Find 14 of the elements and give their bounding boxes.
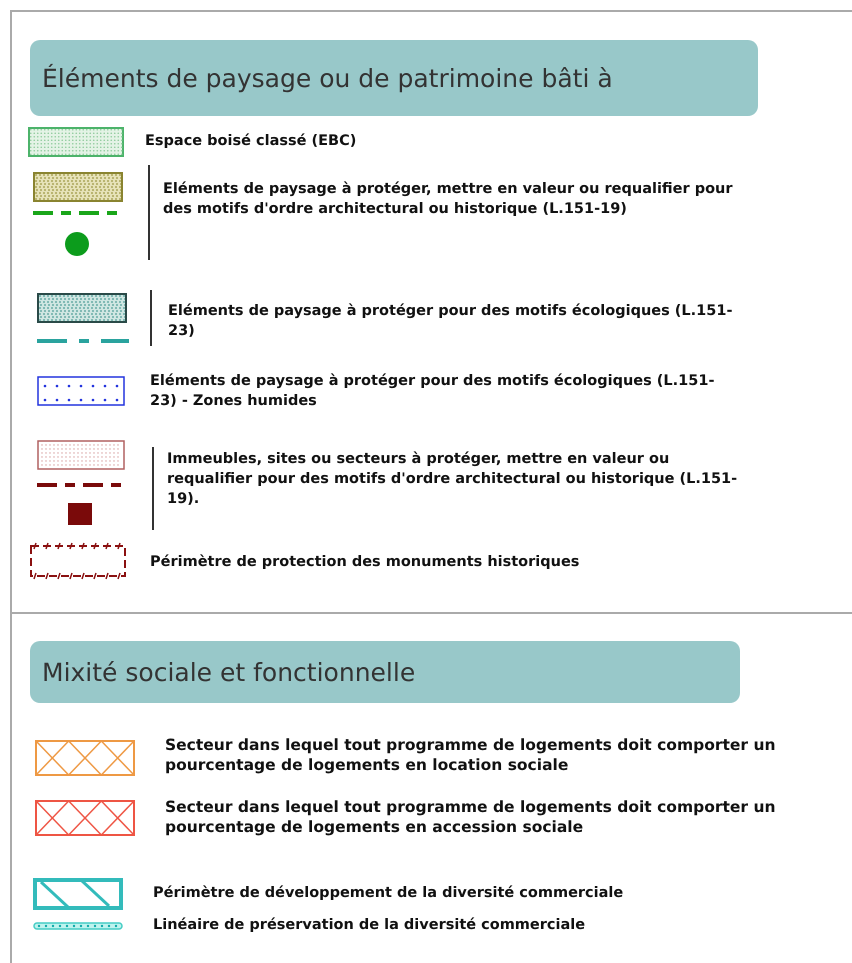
legend-text: Secteur dans lequel tout programme de logements doit comporter un pourcentage de logements en location sociale — [165, 735, 777, 775]
legend-text: Eléments de paysage à protéger, mettre en valeur ou requalifier pour des motifs d'ordre architectural ou historique (L.151-19) — [163, 180, 734, 219]
legend-text: Eléments de paysage à protéger pour des motifs écologiques (L.151-23) — [168, 302, 734, 341]
legend-text: Linéaire de préservation de la diversité commerciale — [153, 916, 586, 935]
section-heading-band — [30, 641, 740, 703]
legend-text: Périmètre de protection des monuments historiques — [150, 553, 580, 572]
section-heading: Éléments de paysage ou de patrimoine bâti à — [42, 64, 613, 92]
legend-text: Espace boisé classé (EBC) — [145, 132, 358, 151]
legend-text: Secteur dans lequel tout programme de logements doit comporter un pourcentage de logements en accession sociale — [165, 797, 777, 837]
legend-text: Immeubles, sites ou secteurs à protéger, mettre en valeur ou requalifier pour des motifs d'ordre architectural ou historique (L.151-19). — [167, 450, 738, 509]
legend-text: Eléments de paysage à protéger pour des motifs écologiques (L.151-23) - Zones humides — [150, 372, 716, 411]
section-heading-band — [30, 40, 758, 116]
legend-text: Périmètre de développement de la diversité commerciale — [153, 884, 624, 903]
section-heading: Mixité sociale et fonctionnelle — [42, 658, 416, 686]
